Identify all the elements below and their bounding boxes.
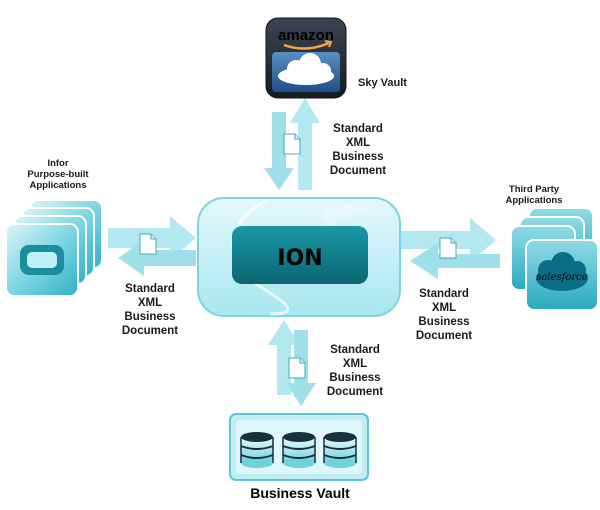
doc-label-bottom: Standard XML Business Document <box>326 344 384 398</box>
ion-hub <box>197 197 401 317</box>
infor-apps-stack <box>5 199 103 297</box>
salesforce-cloud-icon <box>536 252 588 291</box>
arrow-top-up <box>290 98 320 190</box>
doc-icon-right <box>439 237 457 259</box>
infor-logo-icon <box>20 245 64 275</box>
business-vault-label: Business Vault <box>250 485 350 501</box>
amazon-logo-text: amazon <box>278 27 334 44</box>
infor-apps-label: Infor Purpose-built Applications <box>27 158 89 191</box>
doc-icon-top <box>283 133 301 155</box>
arrow-top-down <box>264 112 294 190</box>
arrow-right-left <box>410 243 500 279</box>
doc-label-right: Standard XML Business Document <box>415 288 473 342</box>
database-icon-3 <box>323 432 357 468</box>
doc-label-left: Standard XML Business Document <box>121 283 179 337</box>
ion-label: ION <box>277 246 322 271</box>
arrow-bottom-up <box>268 320 300 395</box>
database-icon-2 <box>282 432 316 468</box>
third-party-apps-stack <box>510 207 599 311</box>
cloud-icon <box>278 53 334 85</box>
salesforce-logo-text: salesforce <box>536 272 587 283</box>
doc-icon-left <box>139 233 157 255</box>
sky-vault-label: Sky Vault <box>358 77 407 89</box>
third-party-apps-label: Third Party Applications <box>505 184 563 206</box>
doc-label-top: Standard XML Business Document <box>329 123 387 177</box>
amazon-tile <box>265 17 347 99</box>
database-icon-1 <box>240 432 274 468</box>
doc-icon-bottom <box>288 357 306 379</box>
arrow-left-left <box>118 240 196 276</box>
